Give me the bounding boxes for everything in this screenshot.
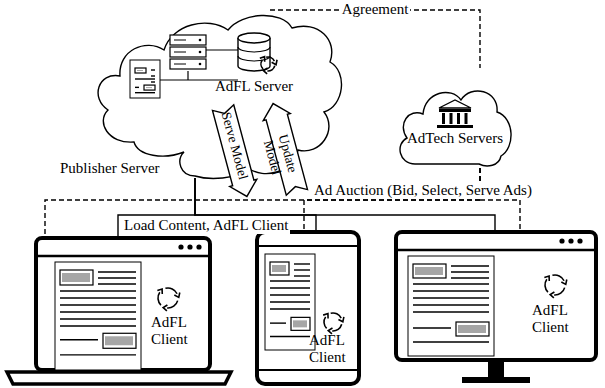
window-dot xyxy=(196,244,201,249)
sync-icon xyxy=(157,288,179,311)
node-shape xyxy=(5,236,233,386)
sync-icon xyxy=(260,57,277,74)
node-shape xyxy=(395,68,515,168)
node-shape xyxy=(392,230,600,386)
tablet-outline xyxy=(257,232,359,384)
node-label: AdFL Client xyxy=(532,302,586,337)
adtech-cloud: AdTech Servers xyxy=(395,68,515,168)
node-label: AdTech Servers xyxy=(395,130,515,147)
laptop-device: AdFL Client xyxy=(5,236,233,386)
connector-label: Load Content, AdFL Client xyxy=(122,217,290,234)
block-arrow xyxy=(210,104,261,200)
sync-icon xyxy=(323,313,344,334)
window-dot xyxy=(178,244,183,249)
bank-icon xyxy=(437,100,473,128)
publisher-cloud: Publisher Server AdFL Server xyxy=(60,10,345,178)
server-rack-icon xyxy=(160,35,244,80)
node-label: AdFL Client xyxy=(151,314,205,349)
node-label: AdFL Client xyxy=(309,332,359,367)
laptop-outline xyxy=(7,238,231,384)
monitor-device: AdFL Client xyxy=(392,230,600,386)
connector-label: Ad Auction (Bid, Select, Serve Ads) xyxy=(312,182,534,199)
window-dot xyxy=(187,244,192,249)
database-node: AdFL Server xyxy=(210,30,298,102)
node-shape xyxy=(60,10,345,178)
cloud-outline xyxy=(400,91,511,166)
node-label: Publisher Server xyxy=(60,160,160,177)
connector-label: Agreement xyxy=(340,1,411,18)
web-page-icon xyxy=(130,60,160,98)
database-icon xyxy=(238,33,277,74)
web-page-icon xyxy=(408,256,494,356)
window-dot xyxy=(559,238,564,243)
window-dot xyxy=(568,238,573,243)
sync-icon xyxy=(544,275,566,298)
monitor-outline xyxy=(396,232,596,383)
web-page-icon xyxy=(265,254,315,350)
dashed-connector xyxy=(45,168,480,236)
node-label: AdFL Server xyxy=(210,78,298,95)
window-dot xyxy=(577,238,582,243)
tablet-device: AdFL Client xyxy=(255,230,361,386)
cloud-outline xyxy=(98,15,341,178)
web-page-icon xyxy=(55,262,141,370)
